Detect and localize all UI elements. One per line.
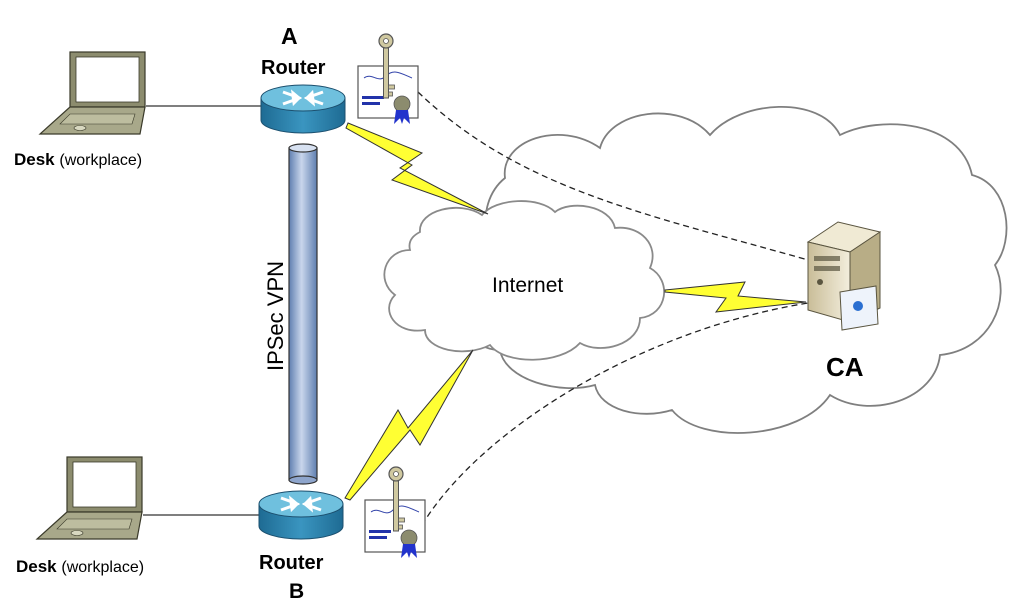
router-icon [260,84,346,134]
desk-bottom-label: Desk (workplace) [16,557,144,577]
key-icon [378,33,395,99]
laptop-icon [35,456,143,540]
desk-bottom-label-paren: (workplace) [61,559,145,576]
desk-top-label-bold: Desk [14,150,55,169]
router-a-letter: A [281,23,298,49]
laptop-icon [38,51,146,135]
ipsec-tunnel [288,143,318,485]
vpn-label: IPSec VPN [263,260,288,372]
ca-label: CA [826,352,864,382]
desk-top-label: Desk (workplace) [14,150,142,170]
internet-cloud-icon [383,200,665,361]
lightning-icon [664,281,807,313]
enrollment-dashed-line-a [417,91,809,261]
router-icon [258,490,344,540]
desk-bottom-label-bold: Desk [16,557,57,576]
router-b-letter: B [289,580,305,603]
lightning-icon [345,122,489,215]
router-b-label: Router [259,552,324,574]
lightning-icon [344,349,474,501]
desk-top-label-paren: (workplace) [59,152,143,169]
enrollment-dashed-line-b [421,302,809,526]
internet-label: Internet [492,274,564,297]
server-icon [806,221,882,331]
key-icon [388,466,405,532]
router-a-label: Router [261,57,326,79]
